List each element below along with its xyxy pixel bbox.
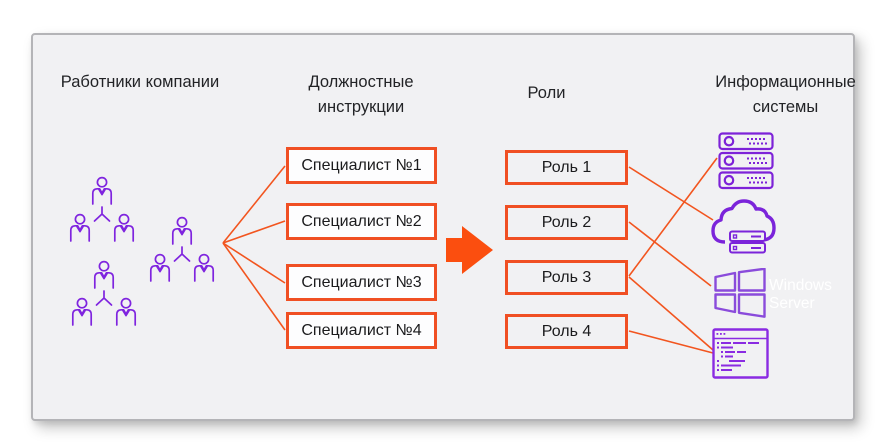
specialist-box-4: Специалист №4 (286, 312, 437, 349)
role-label: Роль 4 (541, 322, 592, 340)
role-label: Роль 2 (541, 213, 592, 231)
column-title-employees: Работники компании (60, 73, 220, 91)
employees-team-icon (66, 176, 138, 244)
role-box-4: Роль 4 (505, 314, 628, 349)
specialist-label: Специалист №1 (301, 156, 422, 174)
role-box-2: Роль 2 (505, 205, 628, 240)
cloud-hosting-icon (711, 199, 776, 254)
column-title-roles: Роли (527, 84, 566, 102)
role-label: Роль 1 (541, 158, 592, 176)
specialist-box-2: Специалист №2 (286, 203, 437, 240)
windows-logo-icon (714, 268, 766, 318)
column-title-instructions: Должностные инструкции (308, 73, 414, 116)
specialist-box-1: Специалист №1 (286, 147, 437, 184)
server-rack-icon (718, 132, 774, 190)
specialist-label: Специалист №4 (301, 321, 422, 339)
employees-team-icon (146, 216, 218, 284)
specialist-label: Специалист №2 (301, 212, 422, 230)
role-label: Роль 3 (541, 268, 592, 286)
windows-server-label: Windows Server (769, 277, 832, 313)
specialist-box-3: Специалист №3 (286, 264, 437, 301)
role-box-3: Роль 3 (505, 260, 628, 295)
code-window-icon (712, 328, 769, 379)
specialist-label: Специалист №3 (301, 273, 422, 291)
role-box-1: Роль 1 (505, 150, 628, 185)
column-title-systems: Информационные системы (715, 73, 856, 116)
diagram-panel (31, 33, 855, 421)
employees-team-icon (68, 260, 140, 328)
